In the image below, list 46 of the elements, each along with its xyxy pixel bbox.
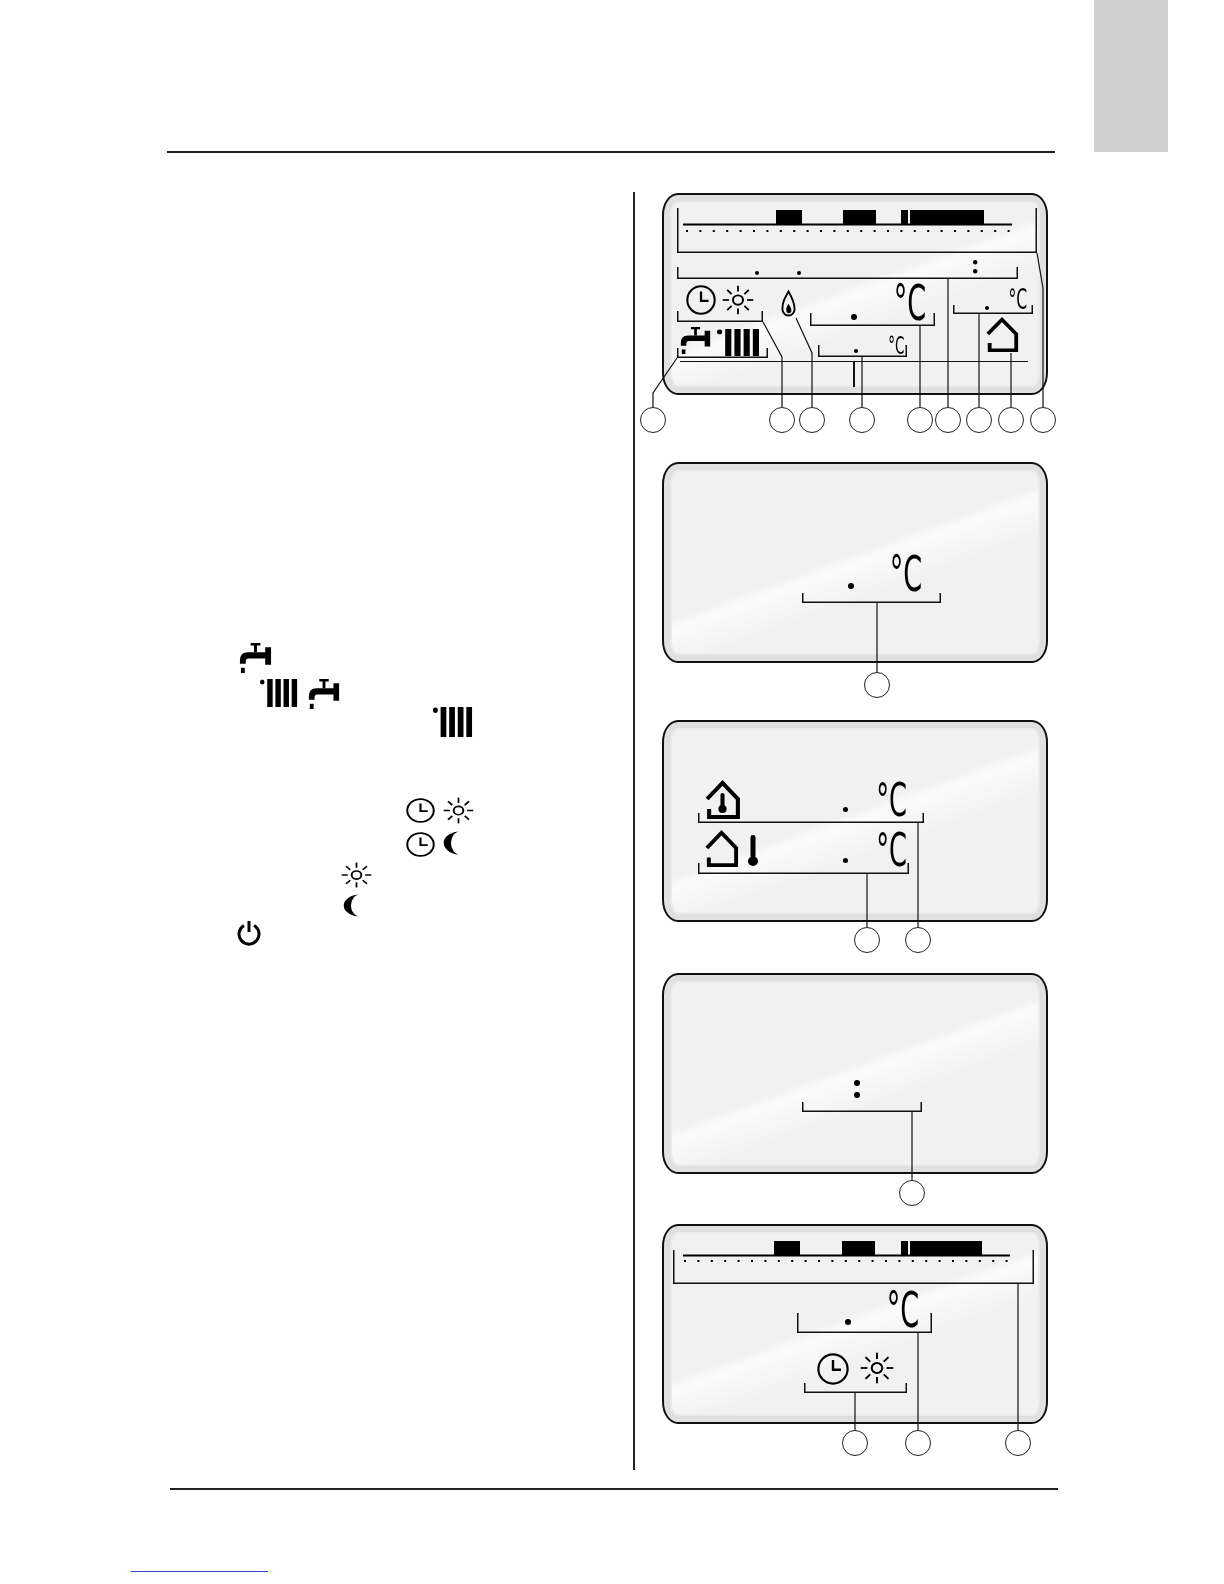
callout-circle <box>935 407 961 433</box>
leader-line <box>1017 1283 1019 1431</box>
callout-circle <box>842 1430 868 1456</box>
callout-circle <box>905 927 931 953</box>
lcd-screen <box>662 462 1048 663</box>
leader-line <box>917 1332 919 1431</box>
leader-line <box>947 278 949 408</box>
callout-circle <box>854 927 880 953</box>
callout-circle <box>966 407 992 433</box>
leader-line <box>917 822 919 928</box>
callout-circle <box>769 407 795 433</box>
leader-line <box>911 1111 913 1181</box>
leader-line <box>762 321 783 408</box>
callout-circle <box>799 407 825 433</box>
leader-line <box>1036 252 1044 408</box>
leader-line <box>1010 352 1012 408</box>
callout-circle <box>998 407 1024 433</box>
unit-label: °C <box>888 335 905 356</box>
callout-circle <box>907 407 933 433</box>
leader-line <box>854 1392 856 1431</box>
lcd-screen <box>662 973 1048 1174</box>
leader-line <box>652 357 678 408</box>
callout-circle <box>1030 407 1056 433</box>
callout-circle <box>899 1180 925 1206</box>
callout-circle <box>849 407 875 433</box>
unit-label: °C <box>889 554 923 594</box>
leader-line <box>795 317 813 408</box>
flame-icon <box>780 289 796 318</box>
lcd-screen <box>662 1224 1048 1424</box>
unit-label: °C <box>876 781 908 819</box>
lcd-screen <box>662 720 1048 922</box>
callout-circle <box>905 1430 931 1456</box>
callout-circle <box>640 407 666 433</box>
callout-circle <box>1005 1430 1031 1456</box>
lcd-screen <box>662 193 1048 395</box>
unit-label: °C <box>1008 287 1028 311</box>
leader-line <box>876 602 878 673</box>
unit-label: °C <box>876 831 908 869</box>
leader-line <box>919 325 921 408</box>
unit-label: °C <box>893 283 927 323</box>
leader-line <box>861 356 863 408</box>
leader-line <box>866 873 868 928</box>
unit-label: °C <box>886 1290 920 1330</box>
side-tab <box>1094 0 1168 152</box>
leader-line <box>978 313 980 408</box>
callout-circle <box>864 672 890 698</box>
